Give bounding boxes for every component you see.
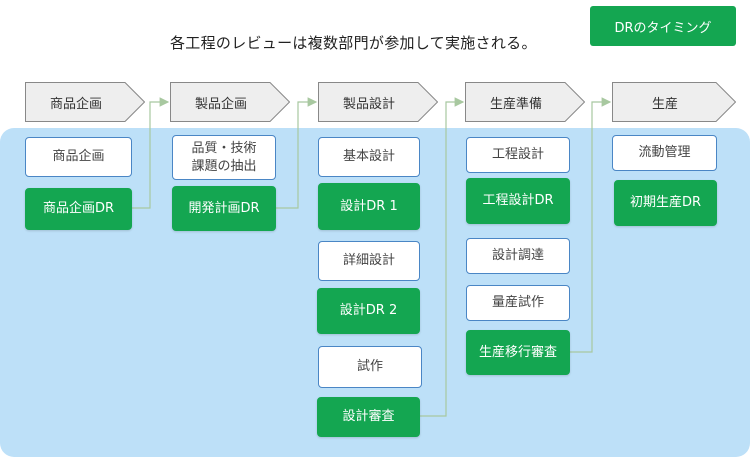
phase-label: 製品設計 (342, 96, 395, 112)
phase-label: 生産 (651, 96, 678, 112)
dr-process-design: 工程設計DR (466, 178, 570, 224)
dr-product-planning: 商品企画DR (25, 188, 132, 230)
phase-arrow-production-prep: 生産準備 (465, 82, 585, 122)
phase-label: 商品企画 (49, 96, 102, 112)
phase-arrow-product-plan: 製品企画 (170, 82, 290, 122)
step-design-procurement: 設計調達 (466, 238, 570, 274)
step-prototype: 試作 (318, 346, 422, 388)
connector-line (132, 97, 170, 209)
dr-design-review: 設計審査 (317, 397, 420, 437)
step-product-planning: 商品企画 (25, 137, 132, 177)
step-detailed-design: 詳細設計 (318, 241, 420, 281)
dr-production-transition-review: 生産移行審査 (466, 330, 570, 375)
dr-initial-production: 初期生産DR (614, 180, 717, 226)
step-mass-production-trial: 量産試作 (466, 285, 570, 321)
step-basic-design: 基本設計 (318, 137, 420, 177)
step-flow-management: 流動管理 (612, 135, 717, 171)
step-quality-issue-extraction: 品質・技術 課題の抽出 (172, 135, 276, 180)
step-process-design: 工程設計 (466, 137, 570, 173)
phase-arrow-product-planning: 商品企画 (25, 82, 145, 122)
header-caption: 各工程のレビューは複数部門が参加して実施される。 (170, 34, 537, 52)
phase-label: 製品企画 (194, 96, 247, 112)
phase-arrow-production: 生産 (612, 82, 736, 122)
dr-design-2: 設計DR 2 (317, 288, 420, 334)
phase-arrow-product-design: 製品設計 (318, 82, 438, 122)
dr-development-plan: 開発計画DR (172, 186, 276, 231)
dr-timing-legend-badge: DRのタイミング (590, 6, 736, 46)
dr-design-1: 設計DR 1 (318, 183, 420, 230)
connector-line (273, 97, 318, 209)
phase-label: 生産準備 (489, 96, 542, 112)
connector-line (420, 97, 465, 417)
connector-line (570, 97, 612, 353)
